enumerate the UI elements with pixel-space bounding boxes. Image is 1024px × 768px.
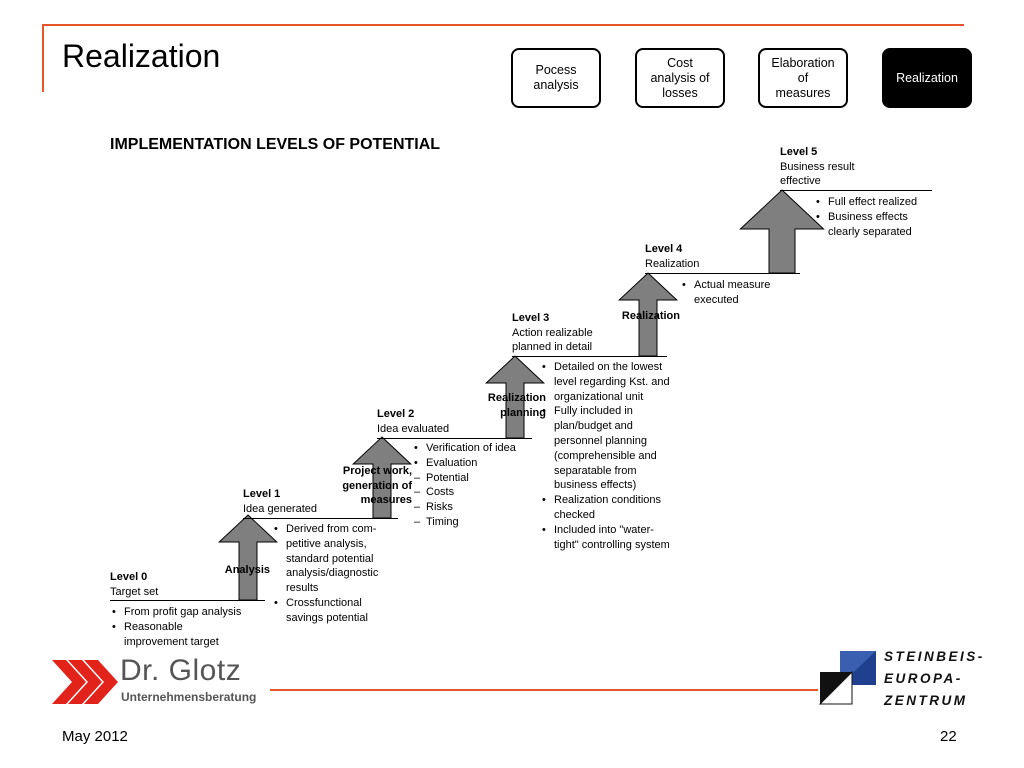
steinbeis-logo-text: STEINBEIS- EUROPA- ZENTRUM [884, 649, 985, 708]
list-item: Actual measure executed [680, 278, 790, 308]
list-item: Risks [412, 500, 542, 515]
list-item: Verification of idea [412, 441, 542, 456]
list-item: Reasonable improvement target [110, 620, 270, 650]
level-4: Level 4 Realization [645, 242, 699, 271]
list-item: Potential [412, 471, 542, 486]
glotz-logo-name: Dr. Glotz [120, 654, 242, 687]
level-2-desc: Idea evaluated [377, 422, 450, 435]
level-3-desc: Action realizable planned in detail [512, 326, 593, 354]
page-title: Realization [62, 38, 221, 74]
level-0-desc: Target set [110, 585, 159, 598]
level-4-list: Actual measure executed [680, 278, 790, 308]
level-1-name: Level 1 [243, 488, 281, 500]
list-item: Timing [412, 515, 542, 530]
diagram-heading: IMPLEMENTATION LEVELS OF POTENTIAL [110, 136, 441, 153]
level-3-step-line [512, 356, 667, 357]
list-item: Fully included in plan/budget and person… [540, 404, 690, 493]
level-5-name: Level 5 [780, 146, 818, 158]
level-4-step-line [645, 273, 800, 274]
list-item: Costs [412, 485, 542, 500]
level-1-desc: Idea generated [243, 502, 318, 515]
footer-date: May 2012 [62, 728, 128, 745]
step-realization: Realization [882, 48, 972, 108]
list-item: Detailed on the lowest level regarding K… [540, 360, 690, 404]
page-number: 22 [940, 728, 957, 745]
step-elaboration: Elaboration of measures [758, 48, 848, 108]
level-2: Level 2 Idea evaluated [377, 407, 449, 436]
level-1-step-line [243, 518, 398, 519]
level-2-name: Level 2 [377, 408, 415, 420]
footer-accent-line [270, 689, 818, 691]
header-accent-bar [42, 24, 44, 92]
chevron-shape [68, 660, 102, 704]
level-5-desc: Business result effective [780, 160, 855, 188]
steinbeis-logo-icon [818, 651, 876, 705]
list-item: From profit gap analysis [110, 605, 270, 620]
list-item: Realization conditions checked [540, 493, 690, 523]
level-4-desc: Realization [645, 257, 700, 270]
transition-label-realization: Realization [621, 310, 680, 322]
list-item: Business effects clearly separated [814, 210, 939, 240]
chevron-shape [52, 660, 86, 704]
transition-label-project-work: Project work, generation of measures [342, 465, 412, 506]
list-item: Included into "water- tight" controlling… [540, 523, 690, 553]
level-5: Level 5 Business result effective [780, 145, 855, 189]
level-0-name: Level 0 [110, 571, 148, 583]
glotz-logo-subtitle: Unternehmensberatung [121, 690, 257, 704]
level-3-name: Level 3 [512, 312, 550, 324]
chevron-shape [84, 660, 118, 704]
list-item: Derived from com- petitive analysis, sta… [272, 522, 402, 596]
level-5-list: Full effect realized Business effects cl… [814, 195, 939, 239]
list-item: Full effect realized [814, 195, 939, 210]
level-2-list: Verification of idea Evaluation Potentia… [412, 441, 542, 530]
up-arrow-1 [217, 514, 279, 601]
list-item: Crossfunctional savings potential [272, 596, 402, 626]
level-1: Level 1 Idea generated [243, 487, 317, 516]
level-1-list: Derived from com- petitive analysis, sta… [272, 522, 402, 626]
step-process-analysis: Pocess analysis [511, 48, 601, 108]
level-3-list: Detailed on the lowest level regarding K… [540, 360, 690, 552]
level-5-step-line [780, 190, 932, 191]
header-accent-line [42, 24, 964, 26]
level-0-list: From profit gap analysis Reasonable impr… [110, 605, 270, 649]
transition-label-realization-planning: Realization planning [487, 392, 546, 419]
up-arrow-5 [739, 189, 825, 274]
level-0-step-line [110, 600, 265, 601]
level-2-step-line [377, 438, 532, 439]
step-cost-analysis: Cost analysis of losses [635, 48, 725, 108]
list-item: Evaluation [412, 456, 542, 471]
glotz-logo-icon [52, 660, 118, 704]
level-4-name: Level 4 [645, 243, 683, 255]
transition-label-analysis: Analysis [224, 564, 270, 576]
level-0: Level 0 Target set [110, 570, 158, 599]
level-3: Level 3 Action realizable planned in det… [512, 311, 593, 355]
